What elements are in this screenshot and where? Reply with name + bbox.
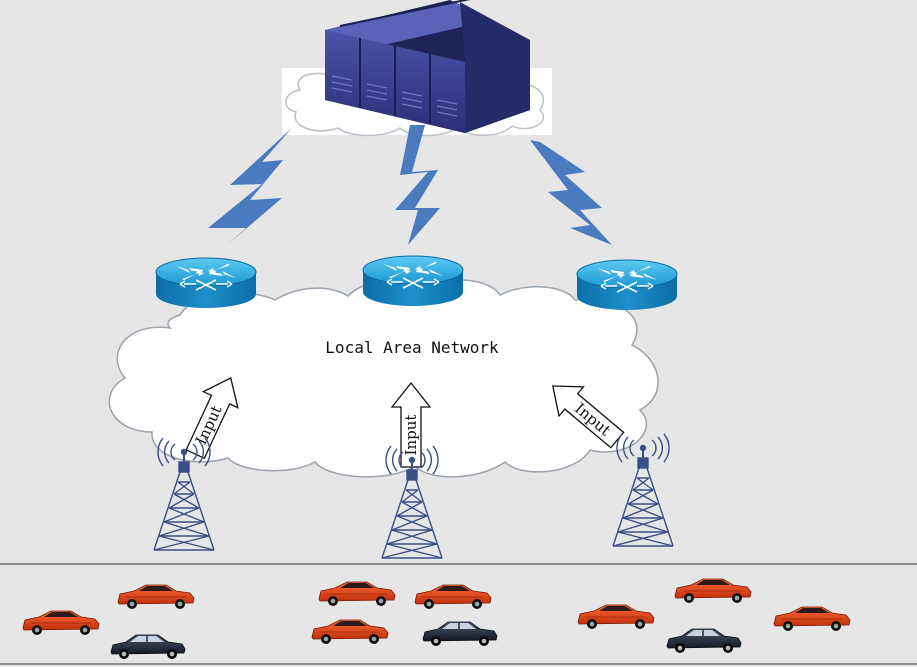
car-icon <box>422 621 498 647</box>
lan-label: Local Area Network <box>325 338 499 357</box>
router-right <box>576 259 678 311</box>
car-icon <box>773 606 851 632</box>
car-icon <box>674 578 752 604</box>
car-icon <box>666 628 742 654</box>
wireless-link-left <box>208 128 292 245</box>
input-arrow-center: Input <box>391 382 431 468</box>
car-icon <box>318 581 396 607</box>
wireless-link-center <box>395 125 440 245</box>
car-icon <box>117 584 195 610</box>
car-icon <box>414 584 492 610</box>
car-icon <box>22 610 100 636</box>
router-left <box>155 257 257 309</box>
car-icon <box>110 634 186 660</box>
server-rack-icon <box>325 0 530 133</box>
input-label-center: Input <box>402 415 420 456</box>
wireless-link-right <box>530 140 612 245</box>
car-icon <box>577 604 655 630</box>
car-icon <box>311 619 389 645</box>
router-center <box>362 255 464 307</box>
cell-tower-right <box>612 433 674 547</box>
